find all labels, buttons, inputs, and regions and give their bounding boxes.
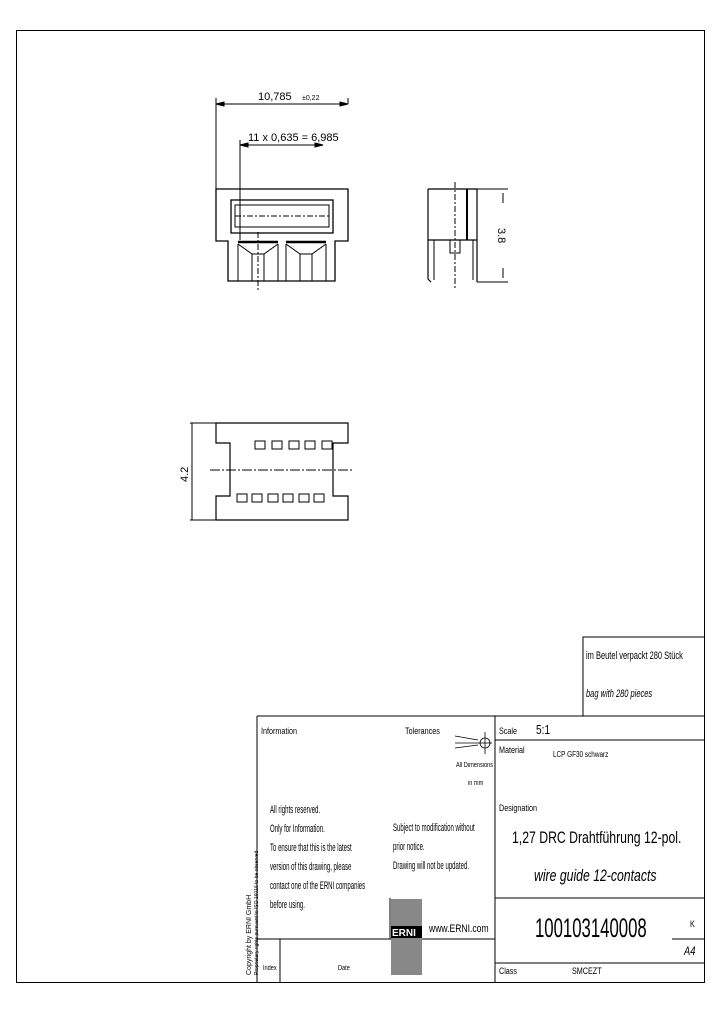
revision: K: [690, 919, 695, 929]
sheet-format: A4: [684, 944, 696, 958]
logo-text: ERNI: [392, 928, 416, 939]
dimensions-unit: in mm: [468, 780, 484, 787]
overall-width-dim: 10,785: [258, 91, 292, 103]
bottom-view: 4.2: [179, 422, 352, 521]
rights-line: All rights reserved.: [270, 804, 321, 816]
designation-de: 1,27 DRC Drahtführung 12-pol.: [512, 828, 682, 847]
rights-line: before using.: [270, 899, 305, 911]
title-block-lines: [256, 715, 704, 982]
rights-line: Only for Information.: [270, 823, 325, 835]
front-view: 10,785 ±0,22 11 x 0,635 = 6,985: [215, 91, 349, 290]
overall-width-tol: ±0,22: [302, 95, 320, 102]
date-label: Date: [338, 965, 350, 972]
designation-en: wire guide 12-contacts: [534, 866, 657, 885]
website-link[interactable]: www.ERNI.com: [429, 923, 489, 935]
side-height-dim: 3.8: [495, 228, 507, 243]
class-value: SMCEZT: [572, 966, 602, 976]
proprietary-text: Proprietary rights pursuant to ISO 16016…: [254, 851, 260, 975]
dimensions-note: All Dimensions: [456, 762, 494, 769]
rights-line: To ensure that this is the latest: [270, 842, 352, 854]
packaging-box: [582, 636, 704, 716]
pitch-dim: 11 x 0,635 = 6,985: [248, 132, 339, 144]
modification-line: Subject to modification without: [393, 822, 475, 834]
information-label: Information: [261, 726, 298, 736]
modification-line: Drawing will not be updated.: [393, 860, 470, 872]
modification-line: prior notice.: [393, 841, 425, 853]
erni-logo-pattern[interactable]: ERNI: [391, 899, 422, 975]
rights-line: version of this drawing, please: [270, 861, 352, 873]
packaging-text-de: im Beutel verpackt 280 Stück: [586, 650, 683, 662]
rights-line: contact one of the ERNI companies: [270, 880, 366, 892]
scale-value: 5:1: [536, 722, 551, 737]
designation-label: Designation: [499, 803, 538, 813]
packaging-text-en: bag with 280 pieces: [586, 688, 653, 700]
index-label: Index: [263, 965, 277, 972]
side-view: 3.8: [427, 182, 508, 290]
scale-label: Scale: [499, 726, 518, 736]
drawing-frame: [16, 30, 705, 983]
material-value: LCP GF30 schwarz: [553, 750, 609, 759]
tolerances-label: Tolerances: [405, 726, 440, 736]
material-label: Material: [499, 745, 525, 755]
bottom-height-dim: 4.2: [179, 467, 191, 482]
class-label: Class: [499, 966, 518, 976]
part-number: 10010314000​8: [535, 913, 647, 943]
copyright-text: Copyright by ERNI GmbH: [246, 895, 253, 975]
